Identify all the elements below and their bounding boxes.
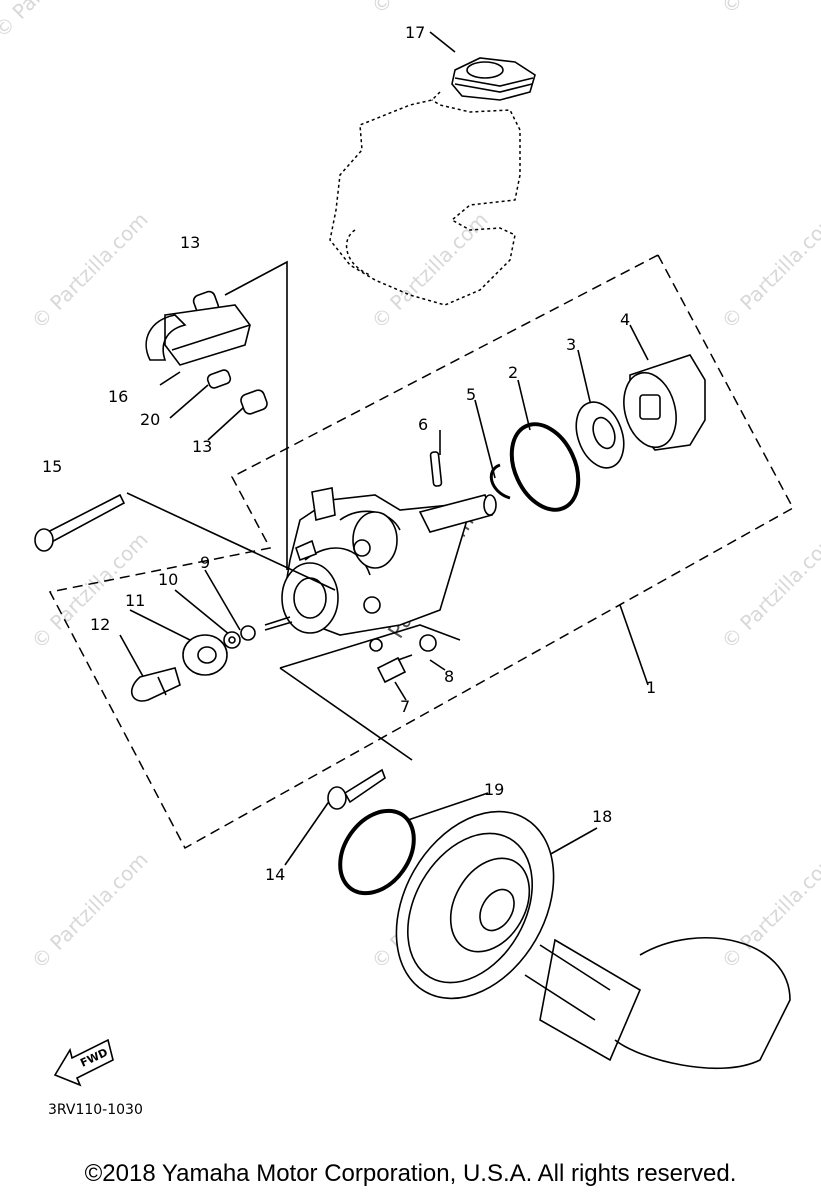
- callout-12: 12: [90, 615, 110, 634]
- callout-17: 17: [405, 23, 425, 42]
- copyright-notice: ©2018 Yamaha Motor Corporation, U.S.A. A…: [84, 1160, 737, 1187]
- callout-18: 18: [592, 807, 612, 826]
- lower-parts: [327, 768, 416, 896]
- part-18-rotor: [395, 810, 791, 1070]
- diagram-code: 3RV110-1030: [48, 1102, 143, 1118]
- callout-3: 3: [566, 335, 576, 354]
- callout-11: 11: [125, 591, 145, 610]
- callout-15: 15: [42, 457, 62, 476]
- leader-lines: [119, 31, 649, 866]
- pipe-assembly: [145, 260, 288, 570]
- watermark: © Partzilla.com: [0, 0, 115, 42]
- fwd-arrow: FWD: [53, 1038, 114, 1087]
- watermark: © Partzilla.com: [27, 207, 153, 333]
- callout-7: 7: [400, 697, 410, 716]
- watermark: © Partzilla.com: [717, 847, 821, 973]
- callout-5: 5: [466, 385, 476, 404]
- callout-1: 1: [646, 678, 656, 697]
- crankcase-outline: [329, 91, 521, 306]
- callout-9: 9: [200, 553, 210, 572]
- callout-13-top: 13: [180, 233, 200, 252]
- watermark: © Partzilla.com: [717, 0, 821, 19]
- callout-2: 2: [508, 363, 518, 382]
- callout-10: 10: [158, 570, 178, 589]
- part-17-cap: [451, 57, 536, 101]
- watermark: © Partzilla.com: [367, 0, 493, 19]
- callout-20: 20: [140, 410, 160, 429]
- small-parts: [34, 493, 437, 702]
- callout-4: 4: [620, 310, 630, 329]
- pump-body: [264, 451, 497, 636]
- callout-19: 19: [484, 780, 504, 799]
- callout-16: 16: [108, 387, 128, 406]
- callout-8: 8: [444, 667, 454, 686]
- watermark: © Partzilla.com: [27, 847, 153, 973]
- right-parts: [489, 354, 706, 512]
- watermark: © Partzilla.com: [717, 527, 821, 653]
- callout-13-bottom: 13: [192, 437, 212, 456]
- assembly-boundary: [48, 253, 795, 850]
- callout-14: 14: [265, 865, 285, 884]
- watermark: © Partzilla.com: [717, 207, 821, 333]
- watermark: © Partzilla.com: [367, 207, 493, 333]
- callout-labels: 1 2 3 4 5 6 7 8 9 10 11 12 13 13 14 15 1…: [42, 23, 656, 884]
- callout-6: 6: [418, 415, 428, 434]
